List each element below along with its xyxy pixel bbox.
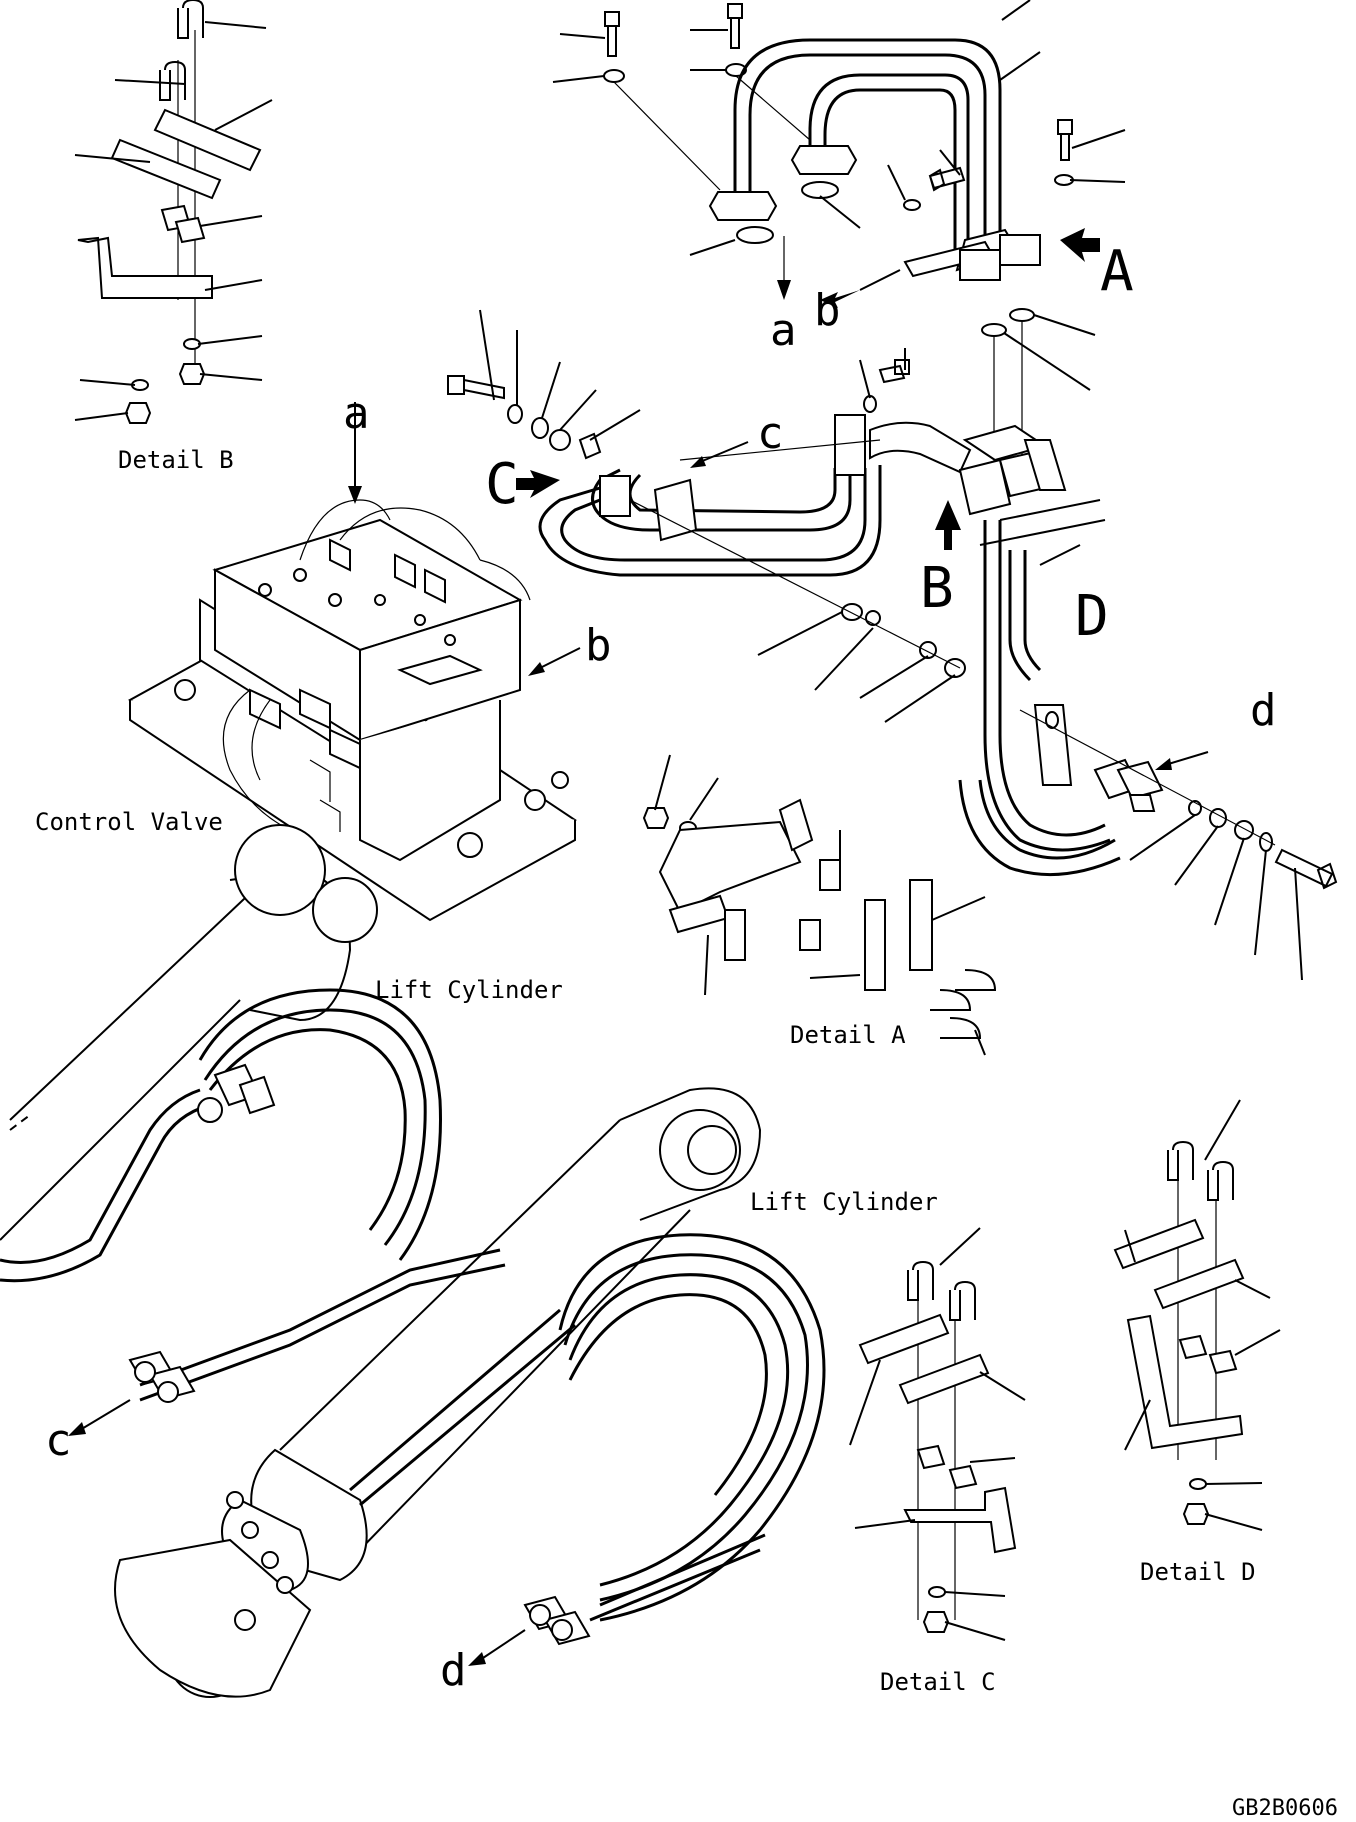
lift-cylinder-1 [0, 824, 442, 1283]
ref-a-valve: a [343, 388, 370, 439]
detail-d-label: Detail D [1140, 1558, 1256, 1586]
ref-d-bottom: d [440, 1645, 467, 1696]
lift-cylinder-2-label: Lift Cylinder [750, 1188, 938, 1216]
detail-c-label: Detail C [880, 1668, 996, 1696]
ref-d-right: d [1250, 685, 1277, 736]
detail-b-label: Detail B [118, 446, 234, 474]
detail-d-pipe-end [958, 704, 1338, 981]
detail-a-assembly [642, 754, 997, 1056]
ref-c-top-arrowhead [690, 456, 706, 468]
drawing-code: GB2B0606 [1232, 1796, 1338, 1821]
control-valve [128, 402, 581, 922]
ref-a-top: a [770, 305, 797, 356]
detail-a-label: Detail A [790, 1021, 906, 1049]
bottom-ref-arrows [68, 1399, 526, 1666]
ref-c-bottom: c [45, 1415, 72, 1466]
ref-b-top: b [814, 285, 841, 336]
detail-b-assembly [74, 0, 273, 424]
view-arrow-b: B [920, 556, 954, 621]
lift-cylinder-2 [114, 1087, 826, 1698]
top-pipe-assembly [552, 0, 1126, 480]
control-valve-label: Control Valve [35, 808, 223, 836]
lift-cylinder-1-label: Lift Cylinder [375, 976, 563, 1004]
view-arrow-c: C [485, 452, 519, 517]
view-arrow-a: A [1100, 239, 1134, 304]
middle-pipe-assembly [447, 309, 1111, 852]
ref-c-top: c [757, 408, 784, 459]
detail-d-assembly [1113, 1099, 1281, 1531]
ref-c-top-leader [699, 441, 749, 463]
view-arrow-d: D [1075, 584, 1109, 649]
ref-b-valve: b [585, 620, 612, 671]
detail-c-assembly [849, 1227, 1026, 1641]
